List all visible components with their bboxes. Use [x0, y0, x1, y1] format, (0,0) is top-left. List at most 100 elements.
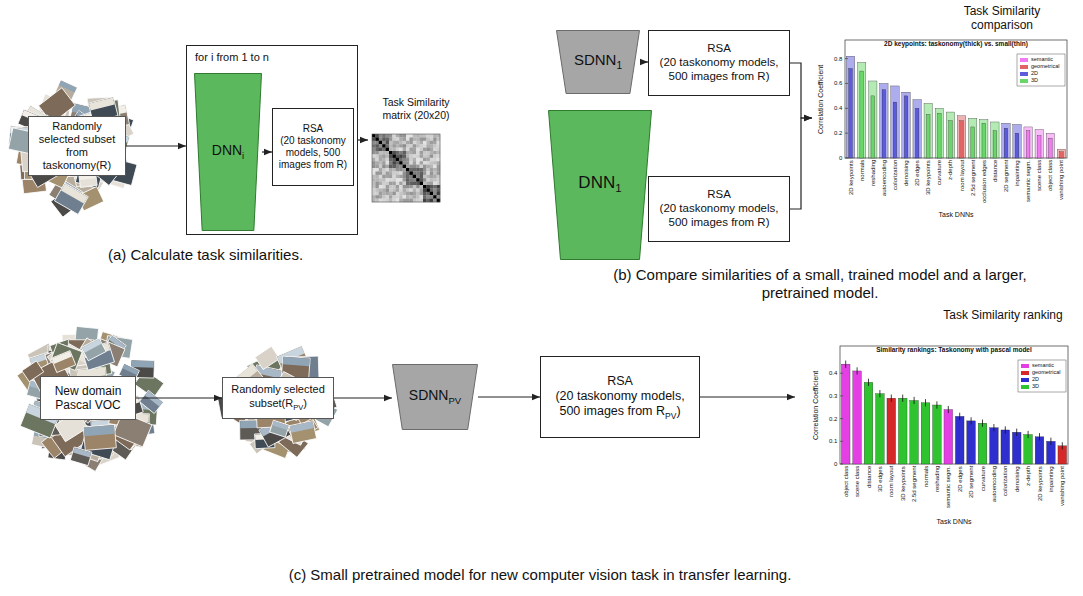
bar: [902, 92, 910, 158]
trapezoid-shape: [549, 111, 652, 260]
matrix-cell: [409, 134, 413, 138]
error-bar: [1016, 429, 1017, 436]
matrix-cell: [379, 165, 383, 169]
matrix-cell: [389, 134, 393, 138]
thin-bar: [993, 131, 997, 158]
bar: [957, 116, 965, 158]
matrix-cell: [409, 192, 413, 196]
matrix-cell: [437, 171, 441, 175]
matrix-cell: [426, 158, 430, 162]
matrix-cell: [413, 188, 417, 192]
matrix-cell: [430, 199, 434, 203]
matrix-cell: [437, 178, 441, 182]
matrix-cell: [399, 151, 403, 155]
tick-label: inpainting: [1048, 466, 1054, 492]
matrix-cell: [379, 192, 383, 196]
matrix-cell: [392, 158, 396, 162]
matrix-cell: [406, 199, 410, 203]
matrix-cell: [399, 185, 403, 189]
matrix-cell: [403, 134, 407, 138]
rsa-box: RSA(20 taskonomy models, 500 images from…: [648, 176, 790, 242]
matrix-cell: [389, 192, 393, 196]
matrix-cell: [403, 188, 407, 192]
sample-caption-box: New domain Pascal VOC: [40, 376, 136, 420]
matrix-cell: [423, 144, 427, 148]
matrix-cell: [389, 161, 393, 165]
matrix-cell: [372, 154, 376, 158]
thin-bar: [893, 102, 897, 158]
subscript-text: i: [242, 150, 244, 161]
thin-bar: [949, 121, 953, 158]
matrix-cell: [409, 148, 413, 152]
matrix-cell: [420, 175, 424, 179]
matrix-cell: [382, 154, 386, 158]
small-dnn-trapezoid: SDNNPV: [392, 364, 478, 430]
matrix-cell: [389, 182, 393, 186]
matrix-cell: [406, 175, 410, 179]
matrix-cell: [409, 154, 413, 158]
matrix-cell: [382, 161, 386, 165]
matrix-cell: [409, 199, 413, 203]
matrix-cell: [392, 185, 396, 189]
matrix-cell: [409, 165, 413, 169]
matrix-cell: [430, 158, 434, 162]
legend-swatch: [1021, 364, 1029, 368]
matrix-cell: [389, 158, 393, 162]
matrix-cell: [372, 158, 376, 162]
matrix-cell: [389, 188, 393, 192]
thin-bar: [960, 121, 964, 158]
matrix-cell: [433, 195, 437, 199]
photo-collage: [8, 80, 137, 217]
matrix-cell: [413, 192, 417, 196]
matrix-cell: [382, 144, 386, 148]
legend-text: 2D: [1031, 70, 1038, 77]
photo: [83, 424, 116, 450]
matrix-cell: [379, 137, 383, 141]
matrix-frame: [372, 134, 440, 202]
error-bar: [959, 413, 960, 420]
legend-swatch: [1020, 79, 1028, 83]
matrix-cell: [426, 144, 430, 148]
legend-entry: 2D: [1020, 70, 1038, 77]
matrix-cell: [396, 154, 400, 158]
axis-tick: [845, 133, 848, 134]
matrix-cell: [399, 158, 403, 162]
matrix-cell: [416, 148, 420, 152]
matrix-cell: [406, 188, 410, 192]
matrix-cell: [382, 178, 386, 182]
thin-bar: [1037, 136, 1041, 158]
matrix-cell: [372, 182, 376, 186]
dnn-trapezoid: DNNi: [194, 73, 262, 231]
matrix-cell: [379, 168, 383, 172]
node-text: 2D keypoints: taskonomy(thick) vs. small…: [884, 40, 1028, 47]
matrix-cell: [416, 182, 420, 186]
matrix-cell: [406, 151, 410, 155]
matrix-cell: [413, 165, 417, 169]
matrix-cell: [399, 199, 403, 203]
matrix-cell: [416, 165, 420, 169]
matrix-cell: [392, 148, 396, 152]
error-bar: [993, 424, 994, 431]
thin-bar: [1049, 138, 1053, 158]
photo-detail: [290, 421, 314, 432]
photo: [81, 338, 106, 361]
matrix-cell: [386, 188, 390, 192]
matrix-cell: [396, 161, 400, 165]
matrix-cell: [389, 154, 393, 158]
matrix-cell: [399, 134, 403, 138]
matrix-cell: [416, 158, 420, 162]
matrix-cell: [416, 171, 420, 175]
matrix-cell: [372, 165, 376, 169]
matrix-cell: [413, 151, 417, 155]
tick-label: 0.1: [829, 438, 837, 444]
subscript-text: PV: [448, 395, 461, 406]
sample-caption-box: Randomly selected subset from taskonomy(…: [28, 116, 126, 177]
text-line: (20 taskonomy models, 500 images from R): [278, 135, 348, 171]
matrix-cell: [406, 141, 410, 145]
matrix-cell: [413, 171, 417, 175]
matrix-cell: [382, 151, 386, 155]
matrix-cell: [433, 199, 437, 203]
matrix-cell: [406, 137, 410, 141]
bar: [1002, 123, 1010, 158]
matrix-cell: [420, 154, 424, 158]
